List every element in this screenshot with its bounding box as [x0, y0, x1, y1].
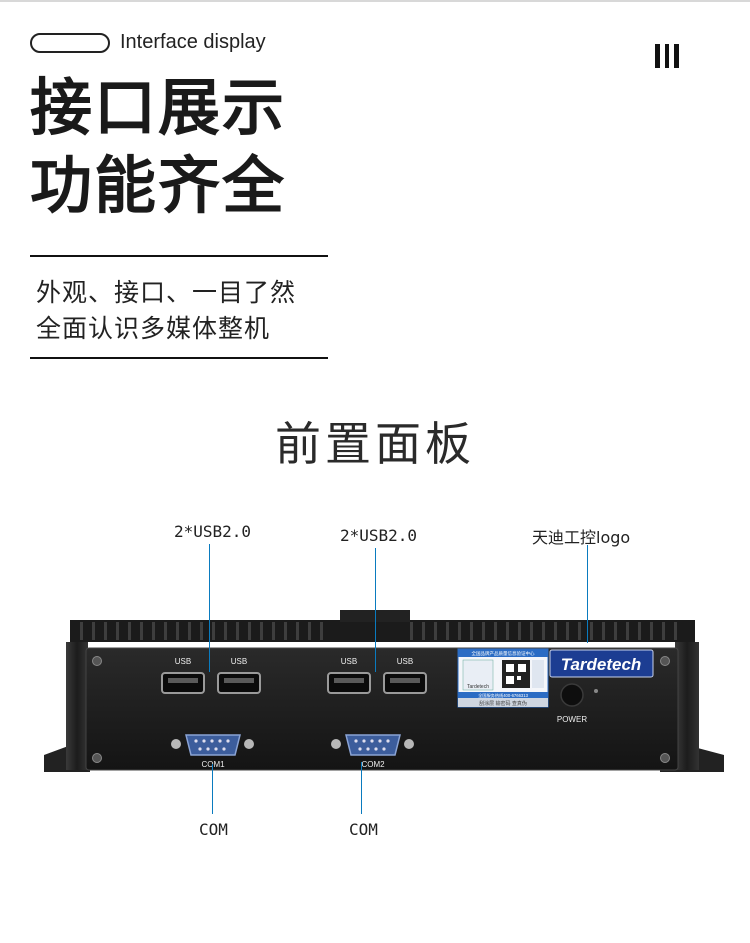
com1-port [171, 734, 254, 756]
power-label: POWER [557, 715, 587, 724]
usb-label-3: USB [341, 657, 357, 666]
callout-usb-middle: 2*USB2.0 [340, 526, 418, 545]
callout-line-usb-middle [375, 548, 376, 672]
intro-top-rule [30, 255, 328, 257]
sticker-line2: Tardetech [467, 684, 489, 690]
top-divider [0, 0, 750, 2]
com1-label: COM1 [201, 760, 225, 769]
usb-label-1: USB [175, 657, 191, 666]
intro-line1: 外观、接口、一目了然 [36, 278, 297, 307]
sticker-line3: 全国服务热线400-6766313 [478, 692, 528, 699]
right-side-fins [675, 642, 699, 770]
callout-line-com-right [361, 762, 362, 814]
power-led-icon [594, 689, 598, 693]
section-title: 前置面板 [275, 417, 475, 471]
main-title-line1: 接口展示 [30, 71, 287, 144]
callout-com-left: COM [199, 820, 228, 839]
usb-label-4: USB [397, 657, 413, 666]
usb-label-2: USB [231, 657, 247, 666]
authenticity-sticker: 全国品牌产品质量信息验证中心 Tardetech 全国服务热线400-67663… [457, 648, 549, 708]
brand-name: Tardetech [561, 655, 642, 674]
callout-line-usb-left [209, 544, 210, 672]
top-heatsink-fins [70, 610, 695, 642]
callout-usb-left: 2*USB2.0 [174, 522, 252, 541]
callout-line-com-left [212, 764, 213, 814]
callout-logo: 天迪工控logo [532, 528, 631, 547]
com2-port [331, 734, 414, 756]
left-side-fins [66, 642, 88, 770]
device-front-panel: USB USB USB USB COM1 COM2 全国品牌产品质量信息验证中心… [44, 610, 724, 772]
main-title-line2: 功能齐全 [30, 149, 287, 222]
power-button[interactable] [560, 683, 584, 707]
sticker-line1: 全国品牌产品质量信息验证中心 [472, 650, 535, 657]
intro-bottom-rule [30, 357, 328, 359]
title-pill-ornament [30, 33, 110, 53]
com2-label: COM2 [361, 760, 385, 769]
english-title: Interface display [120, 31, 266, 53]
callout-line-logo [587, 545, 588, 643]
faceplate-screws [92, 656, 670, 763]
tardetech-logo: Tardetech [549, 649, 654, 678]
usb-ports [161, 672, 427, 694]
callout-com-right: COM [349, 820, 378, 839]
intro-line2: 全面认识多媒体整机 [36, 314, 271, 343]
sticker-line4: 刮涂层 输密码 查真伪 [479, 700, 527, 707]
menu-bars-icon[interactable] [655, 44, 684, 72]
